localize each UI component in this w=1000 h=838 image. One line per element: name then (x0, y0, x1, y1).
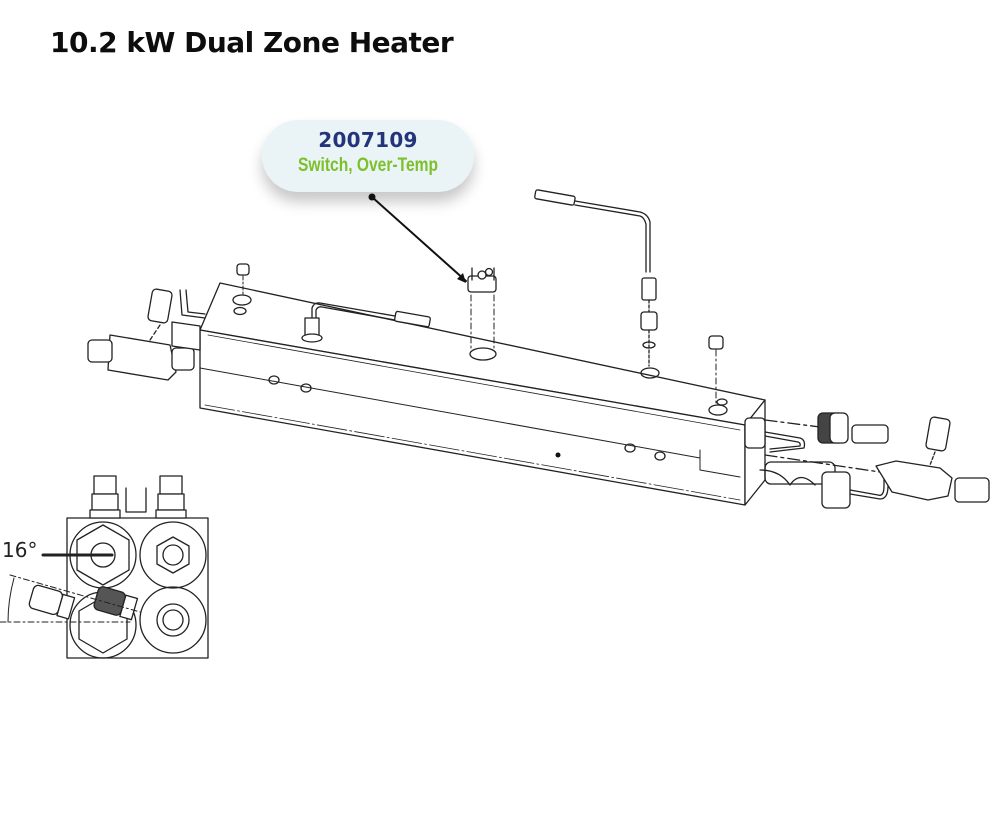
left-end-fittings (87, 288, 206, 381)
part-number: 2007109 (318, 128, 418, 152)
plug-top-right (708, 335, 724, 406)
over-temp-switch (467, 267, 497, 351)
end-detail-view (0, 475, 209, 659)
temp-sensor-left (301, 302, 431, 343)
part-callout-over-temp-switch[interactable]: 2007109 Switch, Over-Temp (262, 120, 474, 192)
angle-dimension-label: 16° (2, 538, 38, 562)
part-description: Switch, Over-Temp (298, 155, 438, 176)
temp-sensor-right (534, 189, 658, 367)
plug-top-left (236, 263, 250, 297)
right-end-fittings (744, 412, 990, 509)
callout-leader (368, 193, 467, 283)
page-title: 10.2 kW Dual Zone Heater (50, 26, 454, 59)
heater-body (199, 282, 766, 506)
